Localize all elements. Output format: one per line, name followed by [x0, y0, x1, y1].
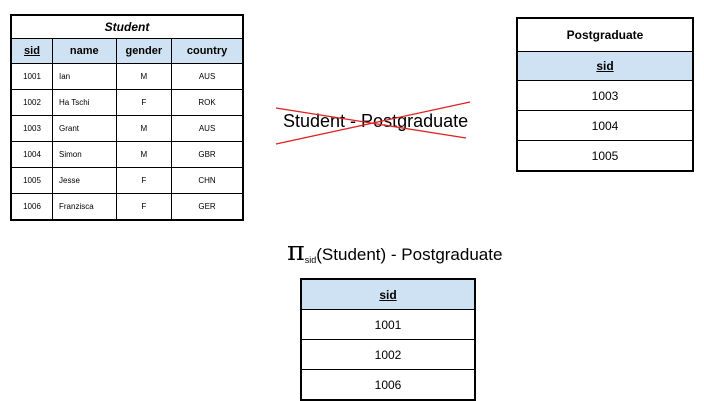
table-row: 1001 Ian M AUS — [10, 63, 244, 90]
table-row: 1002 Ha Tschi F ROK — [10, 89, 244, 116]
pi-symbol: π — [287, 236, 305, 267]
projection-expression: πsid(Student) - Postgraduate — [287, 236, 502, 267]
student-cell-name: Grant — [52, 115, 117, 142]
student-cell-name: Jesse — [52, 167, 117, 194]
student-cell-sid: 1001 — [10, 63, 53, 90]
student-col-gender: gender — [115, 38, 173, 64]
student-cell-gender: F — [115, 193, 173, 221]
student-cell-country: GBR — [171, 141, 244, 168]
student-cell-gender: M — [115, 141, 173, 168]
result-cell-sid: 1001 — [300, 309, 476, 340]
postgraduate-table: Postgraduate sid 1003 1004 1005 — [516, 17, 694, 172]
table-row: 1004 — [516, 110, 694, 141]
student-cell-gender: M — [115, 115, 173, 142]
table-row: 1001 — [300, 309, 476, 340]
student-cell-country: ROK — [171, 89, 244, 116]
projection-rest: (Student) - Postgraduate — [316, 245, 503, 264]
postgraduate-table-title: Postgraduate — [516, 17, 694, 52]
student-col-country: country — [171, 38, 244, 64]
table-row: 1006 Franzisca F GER — [10, 193, 244, 221]
postgraduate-col-sid: sid — [516, 51, 694, 81]
student-cell-country: CHN — [171, 167, 244, 194]
student-cell-sid: 1005 — [10, 167, 53, 194]
table-row: 1006 — [300, 369, 476, 401]
student-cell-country: GER — [171, 193, 244, 221]
table-row: 1003 Grant M AUS — [10, 115, 244, 142]
student-cell-name: Ha Tschi — [52, 89, 117, 116]
table-row: 1003 — [516, 80, 694, 111]
result-cell-sid: 1002 — [300, 339, 476, 370]
student-cell-sid: 1002 — [10, 89, 53, 116]
student-cell-sid: 1004 — [10, 141, 53, 168]
table-row: 1005 Jesse F CHN — [10, 167, 244, 194]
student-cell-sid: 1003 — [10, 115, 53, 142]
student-col-sid: sid — [10, 38, 53, 64]
result-col-sid: sid — [300, 278, 476, 310]
student-cell-gender: F — [115, 89, 173, 116]
student-cell-country: AUS — [171, 115, 244, 142]
student-table: Student sid name gender country 1001 Ian… — [10, 14, 244, 221]
postgraduate-cell-sid: 1005 — [516, 140, 694, 172]
cross-out-icon — [275, 101, 471, 145]
student-cell-sid: 1006 — [10, 193, 53, 221]
student-cell-gender: F — [115, 167, 173, 194]
result-cell-sid: 1006 — [300, 369, 476, 401]
student-cell-name: Ian — [52, 63, 117, 90]
postgraduate-cell-sid: 1003 — [516, 80, 694, 111]
table-row: 1004 Simon M GBR — [10, 141, 244, 168]
table-row: 1005 — [516, 140, 694, 172]
cross-line — [275, 107, 467, 139]
projection-subscript: sid — [304, 255, 317, 265]
result-table: sid 1001 1002 1006 — [300, 278, 476, 401]
student-cell-name: Franzisca — [52, 193, 117, 221]
student-table-title: Student — [10, 14, 244, 39]
invalid-expression: Student - Postgraduate — [270, 96, 480, 148]
student-col-name: name — [52, 38, 117, 64]
student-cell-gender: M — [115, 63, 173, 90]
student-cell-country: AUS — [171, 63, 244, 90]
table-row: 1002 — [300, 339, 476, 370]
postgraduate-cell-sid: 1004 — [516, 110, 694, 141]
student-cell-name: Simon — [52, 141, 117, 168]
